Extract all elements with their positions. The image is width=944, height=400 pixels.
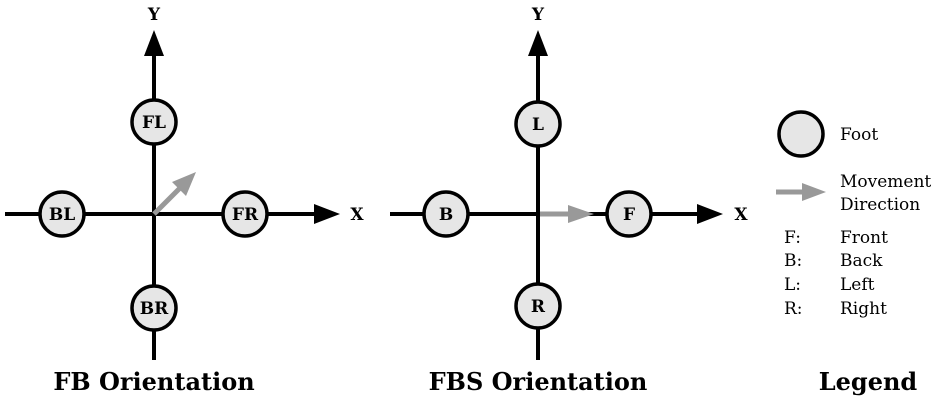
fb-x-axis-label: X	[350, 205, 364, 225]
legend-foot-icon	[777, 110, 825, 158]
fb-foot-right: FR	[221, 190, 269, 238]
fbs-foot-top-label: L	[532, 115, 544, 135]
fbs-orientation-diagram: Y X L B F R FBS Orientation	[390, 5, 748, 396]
fbs-x-axis-label: X	[734, 205, 748, 225]
legend-caption: Legend	[819, 367, 918, 396]
fb-movement-arrowhead	[172, 172, 196, 196]
legend-key-back: B:	[784, 251, 802, 271]
fb-foot-top: FL	[130, 98, 178, 146]
fbs-x-axis-arrowhead	[697, 204, 723, 224]
fbs-foot-right-label: F	[623, 205, 635, 225]
fb-caption: FB Orientation	[53, 367, 254, 396]
fb-movement-arrow-shaft	[152, 186, 182, 216]
fb-foot-bottom-label: BR	[140, 299, 169, 319]
legend-value-front: Front	[840, 228, 888, 248]
fb-y-axis-arrowhead	[144, 30, 164, 56]
legend-movement-label-line2: Direction	[840, 195, 920, 215]
fb-y-axis-label: Y	[147, 5, 161, 25]
legend-key-left: L:	[784, 275, 801, 295]
legend-value-back: Back	[840, 251, 883, 271]
fbs-foot-bottom-label: R	[531, 297, 546, 317]
fbs-movement-arrowhead	[568, 205, 594, 223]
fb-foot-bottom: BR	[130, 284, 178, 332]
fbs-y-axis-arrowhead	[528, 30, 548, 56]
fb-foot-right-label: FR	[232, 205, 259, 225]
legend-movement-label-line1: Movement	[840, 172, 931, 192]
fbs-foot-bottom: R	[514, 282, 562, 330]
fb-foot-left: BL	[38, 190, 86, 238]
fbs-foot-left-label: B	[439, 205, 453, 225]
legend: Foot Movement Direction F: Front B: Back…	[776, 110, 931, 396]
fb-orientation-diagram: Y X FL BL FR BR FB Orientation	[5, 5, 364, 396]
fb-foot-left-label: BL	[49, 205, 75, 225]
legend-key-right: R:	[784, 299, 803, 319]
legend-foot-label: Foot	[840, 125, 878, 145]
fbs-foot-left: B	[422, 190, 470, 238]
fbs-foot-right: F	[605, 190, 653, 238]
fb-x-axis-arrowhead	[314, 204, 340, 224]
fbs-caption: FBS Orientation	[429, 367, 648, 396]
legend-value-left: Left	[840, 275, 875, 295]
fbs-foot-top: L	[514, 100, 562, 148]
legend-movement-arrowhead	[802, 183, 826, 201]
fbs-y-axis-label: Y	[531, 5, 545, 25]
legend-key-front: F:	[784, 228, 801, 248]
fb-foot-top-label: FL	[142, 113, 166, 133]
legend-value-right: Right	[840, 299, 887, 319]
